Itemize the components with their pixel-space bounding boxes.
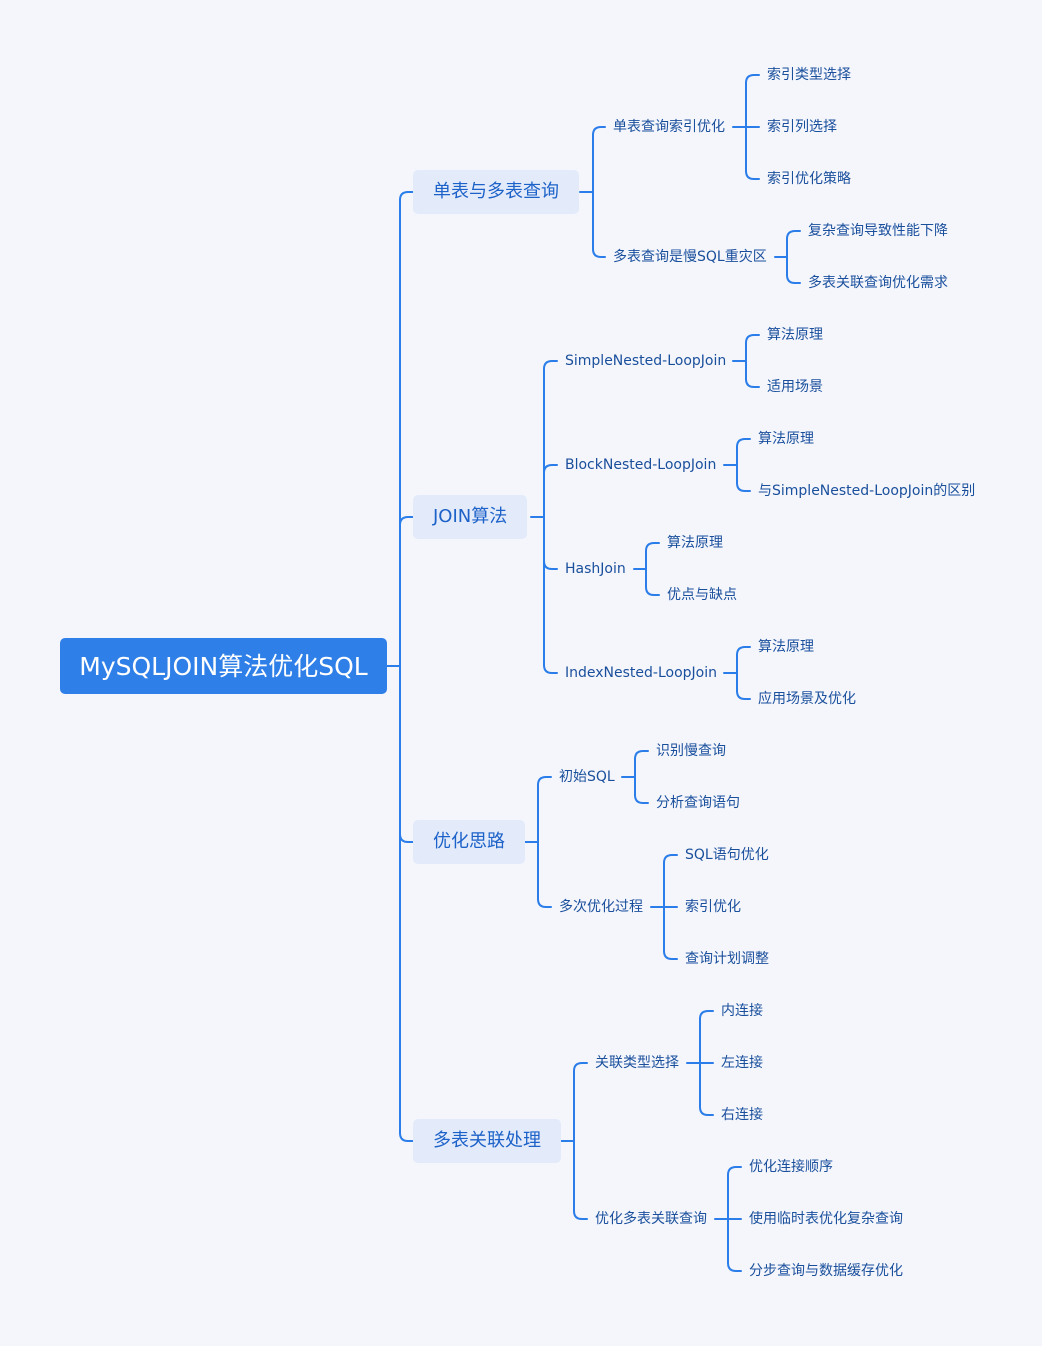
leaf-node[interactable]: 适用场景 [767,379,823,395]
connector-line [399,516,414,526]
leaf-node[interactable]: 算法原理 [667,535,723,551]
leaf-node[interactable]: 识别慢查询 [656,743,726,759]
connector-line [543,560,558,570]
leaf-node[interactable]: 索引列选择 [767,119,837,135]
leaf-node[interactable]: 分析查询语句 [656,795,740,811]
leaf-node[interactable]: 查询计划调整 [685,951,769,967]
leaf-node[interactable]: 右连接 [721,1107,763,1123]
connector-line [736,482,751,492]
connector-line [745,170,760,180]
subtopic-node[interactable]: 多次优化过程 [559,899,643,915]
connector-line [699,1106,714,1116]
leaf-node[interactable]: 算法原理 [758,431,814,447]
connector-line [786,230,801,240]
connector-line [645,542,660,552]
connector-line [736,690,751,700]
leaf-node[interactable]: 分步查询与数据缓存优化 [749,1263,903,1279]
leaf-node[interactable]: 与SimpleNested-LoopJoin的区别 [758,483,976,499]
root-node[interactable]: MySQLJOIN算法优化SQL [60,638,387,694]
connector-line [727,1262,742,1272]
connector-line [592,248,606,258]
connector-line [645,586,660,596]
subtopic-node[interactable]: 关联类型选择 [595,1055,679,1071]
connector-line [543,360,558,370]
subtopic-node[interactable]: 单表查询索引优化 [613,119,725,135]
connector-line [786,274,801,284]
connector-line [634,750,649,760]
branch-node[interactable]: 优化思路 [413,820,525,864]
connector-line [573,1062,588,1072]
leaf-node[interactable]: 索引类型选择 [767,67,851,83]
connector-line [399,191,414,201]
leaf-node[interactable]: 优点与缺点 [667,587,737,603]
subtopic-node[interactable]: BlockNested-LoopJoin [565,457,717,473]
leaf-node[interactable]: 应用场景及优化 [758,691,856,707]
branch-node[interactable]: JOIN算法 [413,495,528,539]
leaf-node[interactable]: 算法原理 [767,327,823,343]
leaf-node[interactable]: 使用临时表优化复杂查询 [749,1211,903,1227]
connector-line [745,74,760,84]
subtopic-node[interactable]: SimpleNested-LoopJoin [565,353,727,369]
leaf-node[interactable]: SQL语句优化 [685,847,769,863]
leaf-node[interactable]: 优化连接顺序 [749,1159,833,1175]
subtopic-node[interactable]: 多表查询是慢SQL重灾区 [613,249,767,265]
leaf-node[interactable]: 复杂查询导致性能下降 [808,223,948,239]
branch-node[interactable]: 单表与多表查询 [413,170,579,214]
leaf-node[interactable]: 算法原理 [758,639,814,655]
branch-node[interactable]: 多表关联处理 [413,1119,561,1163]
leaf-node[interactable]: 多表关联查询优化需求 [808,275,948,291]
connector-line [736,438,751,448]
connector-line [663,950,678,960]
subtopic-node[interactable]: HashJoin [565,561,626,577]
connector-line [537,898,552,908]
connector-line [745,334,760,344]
subtopic-node[interactable]: 优化多表关联查询 [595,1211,707,1227]
connector-line [727,1166,742,1176]
connector-line [399,833,414,843]
leaf-node[interactable]: 左连接 [721,1055,763,1071]
connector-line [736,646,751,656]
connector-line [699,1010,714,1020]
connector-line [537,776,552,786]
leaf-node[interactable]: 索引优化策略 [767,171,851,187]
leaf-node[interactable]: 索引优化 [685,899,741,915]
connector-line [592,126,606,136]
subtopic-node[interactable]: IndexNested-LoopJoin [565,665,717,681]
connector-line [663,854,678,864]
connector-line [573,1210,588,1220]
subtopic-node[interactable]: 初始SQL [559,769,615,785]
connector-line [745,378,760,388]
connector-line [634,794,649,804]
leaf-node[interactable]: 内连接 [721,1003,763,1019]
connector-line [399,1132,414,1142]
connector-line [543,664,558,674]
connector-line [543,464,558,474]
